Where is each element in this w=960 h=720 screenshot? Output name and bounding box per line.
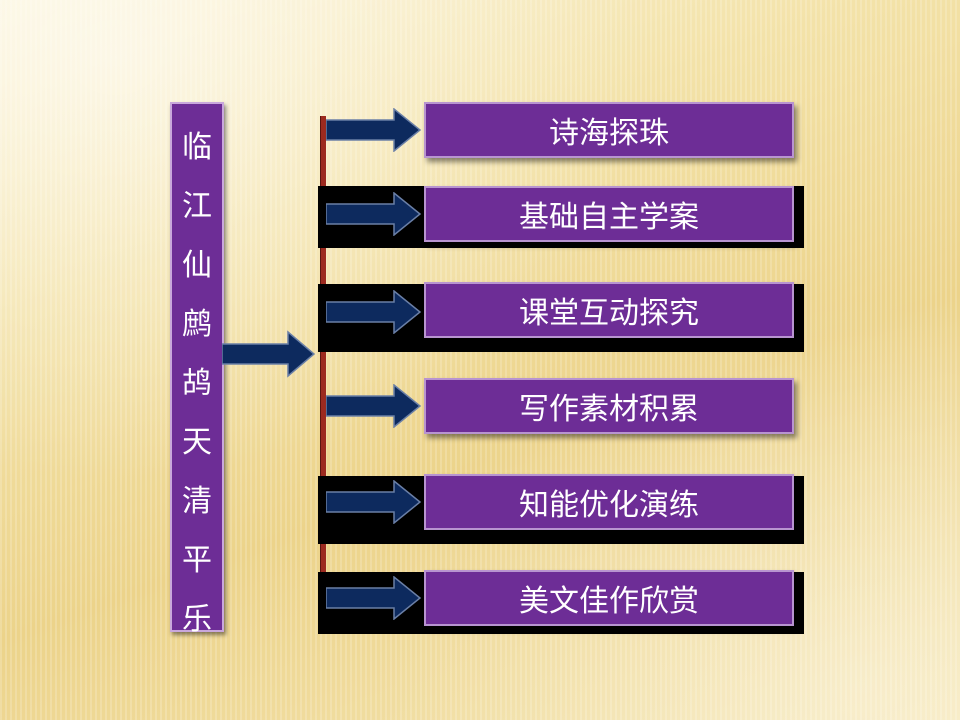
title-char: 天: [182, 425, 212, 460]
title-vertical-bar: 临 江 仙 鹧 鸪 天 清 平 乐: [170, 102, 224, 637]
section-button-class-interaction[interactable]: 课堂互动探究: [424, 282, 794, 338]
section-button-appreciation[interactable]: 美文佳作欣赏: [424, 570, 794, 626]
title-char: 鸪: [182, 366, 212, 401]
title-char: 平: [182, 543, 212, 578]
item-arrow-icon: [326, 192, 422, 236]
title-char: 临: [182, 130, 212, 165]
section-button-basic-study[interactable]: 基础自主学案: [424, 186, 794, 242]
section-button-poetry[interactable]: 诗海探珠: [424, 102, 794, 158]
item-arrow-icon: [326, 108, 422, 152]
item-arrow-icon: [326, 384, 422, 428]
section-button-writing-material[interactable]: 写作素材积累: [424, 378, 794, 434]
title-char: 鹧: [182, 307, 212, 342]
title-char: 清: [182, 484, 212, 519]
title-char: 仙: [182, 248, 212, 283]
title-char: 江: [182, 189, 212, 224]
section-button-practice[interactable]: 知能优化演练: [424, 474, 794, 530]
main-right-arrow-icon: [222, 330, 316, 378]
title-char: 乐: [182, 602, 212, 637]
item-arrow-icon: [326, 576, 422, 620]
item-arrow-icon: [326, 480, 422, 524]
item-arrow-icon: [326, 290, 422, 334]
